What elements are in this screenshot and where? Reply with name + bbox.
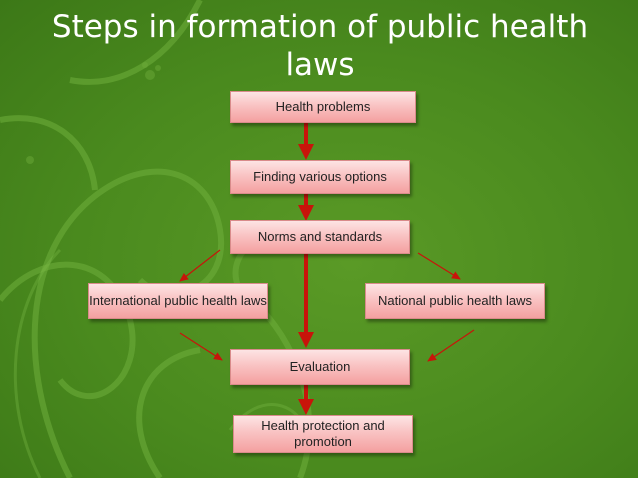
box-norms-and-standards: Norms and standards bbox=[230, 220, 410, 254]
box-international-public-health-laws: International public health laws bbox=[88, 283, 268, 319]
arrow-national-to-evaluation bbox=[427, 329, 475, 362]
box-health-problems: Health problems bbox=[230, 91, 416, 123]
box-health-protection-and-promotion: Health protection and promotion bbox=[233, 415, 413, 453]
box-finding-various-options: Finding various options bbox=[230, 160, 410, 194]
arrow-norms-to-international bbox=[179, 249, 221, 282]
box-national-public-health-laws: National public health laws bbox=[365, 283, 545, 319]
slide-title: Steps in formation of public health laws bbox=[51, 9, 589, 83]
box-evaluation: Evaluation bbox=[230, 349, 410, 385]
arrow-international-to-evaluation bbox=[179, 332, 223, 361]
arrow-norms-to-national bbox=[417, 252, 461, 280]
